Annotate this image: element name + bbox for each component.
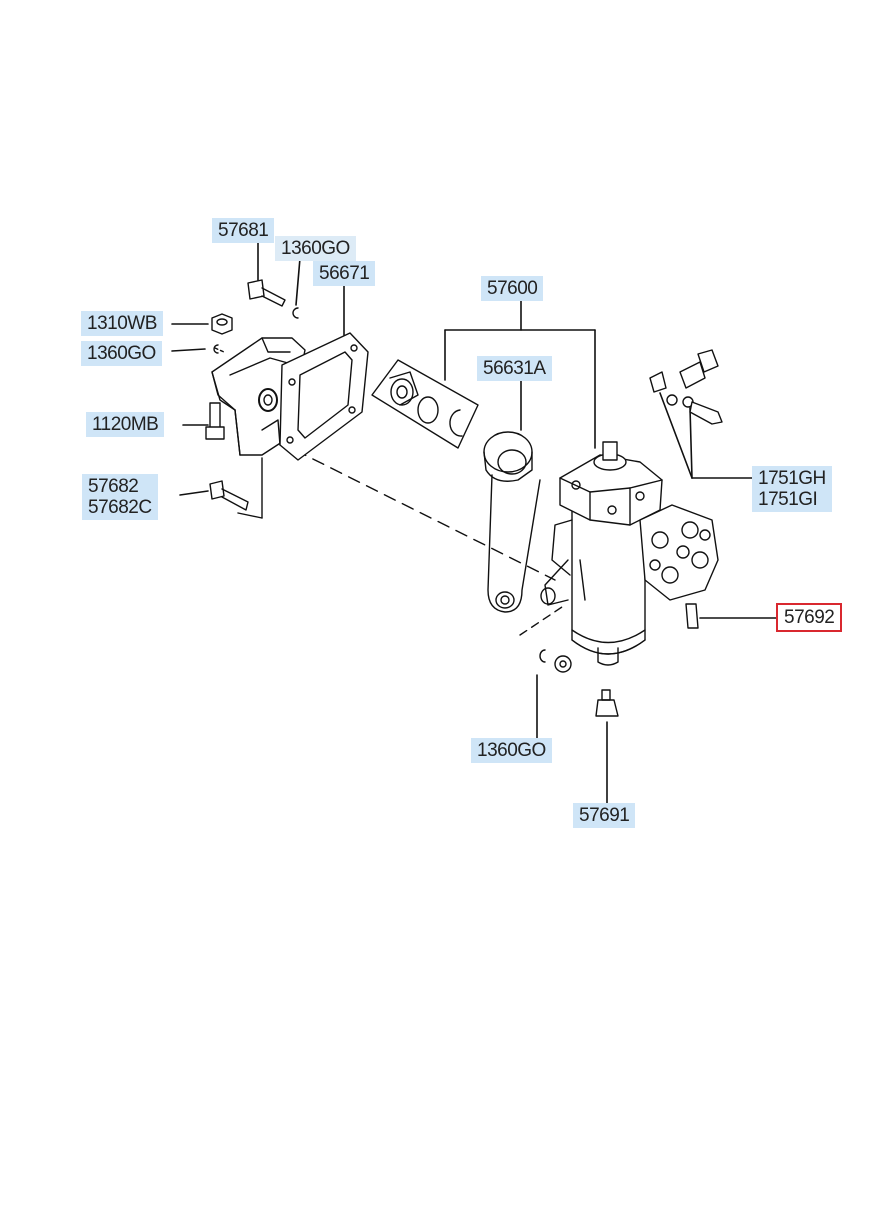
label-text: 57682C <box>88 497 152 518</box>
part-label-57600[interactable]: 57600 <box>481 276 544 301</box>
label-text: 1120MB <box>92 414 159 435</box>
part-label-57692[interactable]: 57692 <box>775 603 843 632</box>
part-label-56631a[interactable]: 56631A <box>477 356 552 381</box>
label-text: 56631A <box>483 358 546 379</box>
label-text: 56671 <box>319 263 370 284</box>
part-label-1360go-left[interactable]: 1360GO <box>81 341 162 366</box>
label-text: 1751GI <box>758 489 818 510</box>
gasket-56671 <box>279 332 369 461</box>
label-text: 1360GO <box>477 740 546 761</box>
label-text: 1751GH <box>758 468 826 489</box>
part-label-56671[interactable]: 56671 <box>313 261 376 286</box>
label-text: 1360GO <box>87 343 156 364</box>
valve-body <box>639 504 719 601</box>
label-text: 1360GO <box>281 238 350 259</box>
pitman-arm <box>483 431 541 613</box>
fittings <box>649 349 723 425</box>
seal-kit <box>371 359 479 449</box>
label-text: 1310WB <box>87 313 157 334</box>
label-text: 57692 <box>784 607 835 628</box>
part-label-57691[interactable]: 57691 <box>573 803 636 828</box>
part-label-1360go-bottom[interactable]: 1360GO <box>471 738 552 763</box>
label-text: 57682 <box>88 476 139 497</box>
label-text: 57691 <box>579 805 630 826</box>
gear-box <box>540 441 663 666</box>
part-label-1120mb[interactable]: 1120MB <box>86 412 165 437</box>
label-text: 57600 <box>487 278 538 299</box>
part-label-57681[interactable]: 57681 <box>212 218 275 243</box>
part-label-1360go-top[interactable]: 1360GO <box>275 236 356 261</box>
leader-lines <box>171 242 779 807</box>
label-text: 57681 <box>218 220 269 241</box>
small-parts <box>205 279 699 717</box>
part-label-1310wb[interactable]: 1310WB <box>81 311 163 336</box>
